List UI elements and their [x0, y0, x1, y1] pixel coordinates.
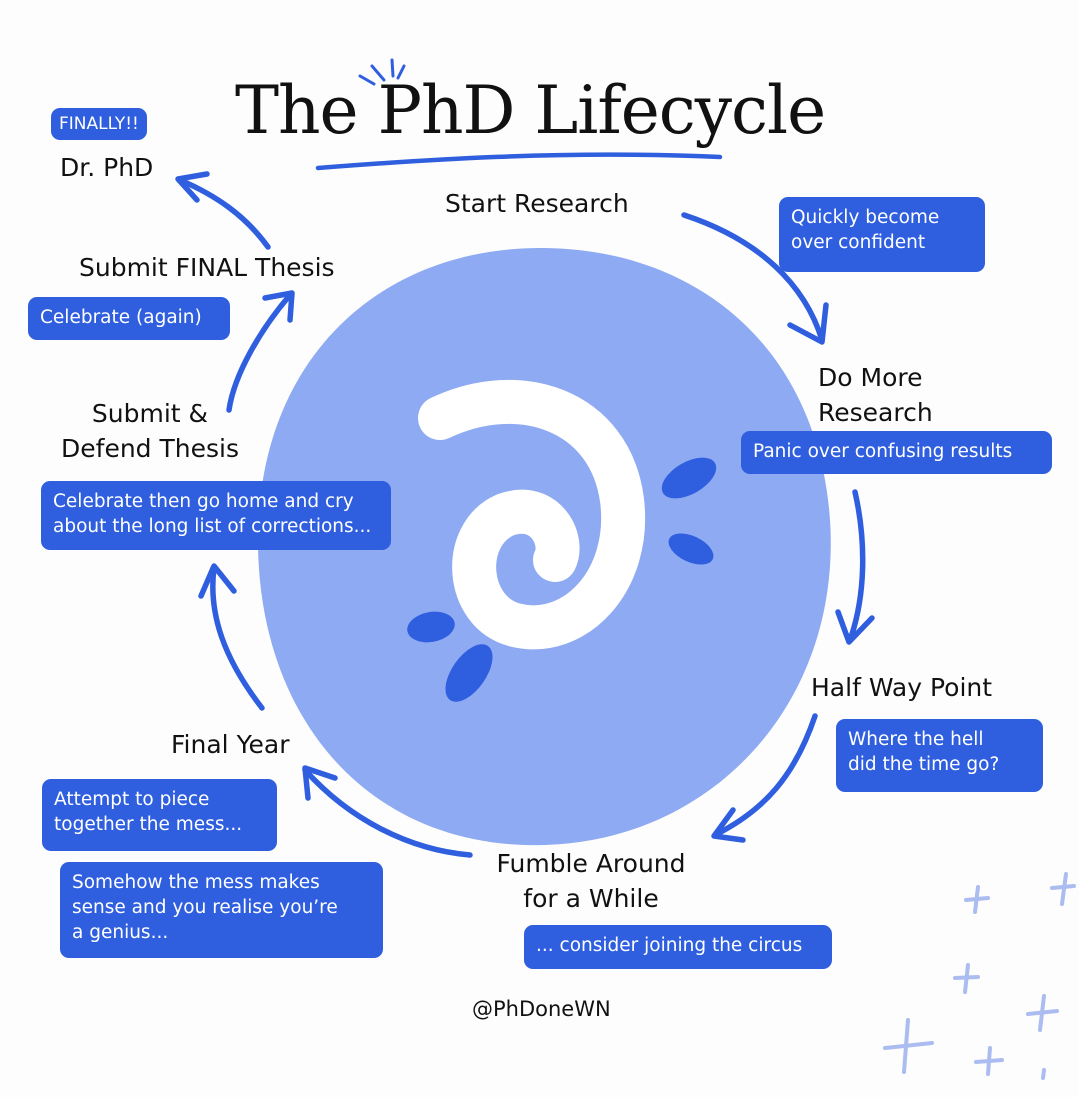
- note-final-year-line2: together the mess...: [54, 814, 243, 835]
- note-submit-defend-line2: about the long list of corrections...: [53, 516, 372, 537]
- cycle-arrow-icon: [175, 171, 875, 858]
- stage-start-research: Start Research: [445, 189, 629, 218]
- stage-do-more-research-line1: Do More: [818, 363, 923, 392]
- stage-submit-defend-line2: Defend Thesis: [61, 434, 239, 463]
- note-final-year-2-line1: Somehow the mess makes: [72, 872, 320, 893]
- note-submit-defend-line1: Celebrate then go home and cry: [53, 491, 354, 512]
- title-emphasis-icon: [358, 58, 406, 86]
- spiral-icon: [418, 379, 646, 650]
- sparkle-icon: [883, 872, 1076, 1080]
- stage-fumble-around-line1: Fumble Around: [496, 849, 686, 878]
- note-final-year-2: Somehow the mess makes sense and you rea…: [60, 862, 383, 958]
- note-half-way-point-line1: Where the hell: [848, 729, 984, 750]
- stage-fumble-around: Fumble Around for a While: [480, 846, 702, 916]
- stage-fumble-around-line2: for a While: [523, 884, 659, 913]
- page-title: The PhD Lifecycle: [235, 72, 826, 149]
- note-half-way-point-line2: did the time go?: [848, 754, 1000, 775]
- stage-submit-defend: Submit & Defend Thesis: [52, 396, 248, 466]
- note-final-year-2-line3: a genius...: [72, 922, 169, 943]
- stage-do-more-research: Do More Research: [818, 360, 933, 430]
- note-final-year: Attempt to piece together the mess...: [42, 779, 277, 851]
- emphasis-lines-icon: [407, 457, 717, 702]
- finally-badge: FINALLY!!: [51, 108, 147, 140]
- note-do-more-research: Panic over confusing results: [741, 431, 1052, 474]
- note-half-way-point: Where the hell did the time go?: [836, 719, 1043, 792]
- note-fumble-around: ... consider joining the circus: [524, 925, 832, 969]
- note-final-year-2-line2: sense and you realise you’re: [72, 897, 338, 918]
- note-final-year-line1: Attempt to piece: [54, 789, 210, 810]
- note-start-research: Quickly become over confident: [779, 197, 985, 272]
- stage-dr-phd: Dr. PhD: [60, 153, 154, 182]
- stage-do-more-research-line2: Research: [818, 398, 933, 427]
- author-handle: @PhDoneWN: [472, 997, 611, 1021]
- stage-half-way-point: Half Way Point: [811, 673, 993, 702]
- title-underline: [315, 152, 723, 171]
- stage-submit-defend-line1: Submit &: [91, 399, 209, 428]
- note-submit-defend: Celebrate then go home and cry about the…: [41, 481, 391, 550]
- stage-submit-final: Submit FINAL Thesis: [79, 253, 335, 282]
- stage-final-year: Final Year: [171, 730, 290, 759]
- note-submit-final: Celebrate (again): [28, 297, 230, 340]
